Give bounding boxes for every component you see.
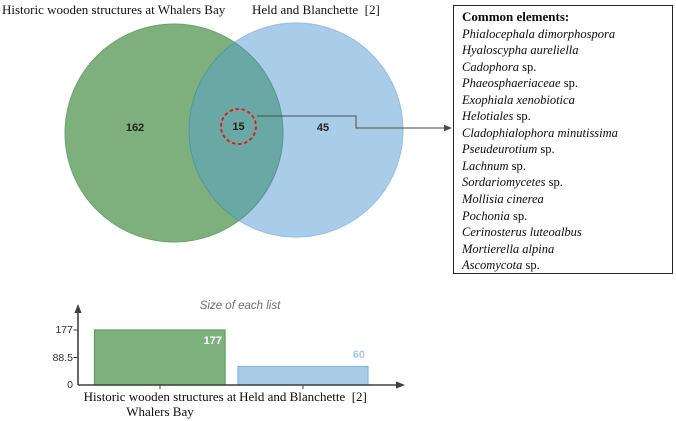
species-list-item: Phialocephala dimorphospora [462, 26, 664, 43]
species-name: Sordariomycetes [462, 175, 546, 190]
species-name: Phialocephala dimorphospora [462, 26, 616, 41]
species-suffix: sp. [522, 258, 540, 273]
species-suffix: sp. [545, 175, 563, 190]
species-suffix: sp. [537, 142, 555, 157]
species-list-item: Lachnum sp. [462, 158, 664, 175]
connector-arrowhead-icon [444, 124, 452, 132]
connector-line [257, 115, 444, 129]
species-name: Mollisia cinerea [462, 192, 544, 207]
species-list-item: Cladophialophora minutissima [462, 125, 664, 142]
species-list-item: Sordariomycetes sp. [462, 174, 664, 191]
species-name: Exophiala xenobiotica [462, 92, 575, 107]
venn-left-set-label: Historic wooden structures at Whalers Ba… [2, 2, 226, 17]
common-elements-title: Common elements: [462, 9, 570, 24]
bar-right-category-label: Held and Blanchette [2] [239, 389, 367, 404]
species-name: Cadophora [462, 59, 519, 74]
venn-intersection-count: 15 [232, 121, 245, 133]
y-axis-arrowhead-icon [74, 304, 82, 313]
x-axis-arrowhead-icon [396, 381, 405, 389]
species-name: Lachnum [462, 158, 509, 173]
bar-chart-title: Size of each list [199, 300, 281, 312]
species-name: Cladophialophora minutissima [462, 125, 618, 140]
y-tick-label-0: 0 [67, 378, 73, 391]
species-list-item: Mortierella alpina [462, 241, 664, 258]
species-suffix: sp. [560, 76, 578, 91]
bar-left-value-label: 177 [203, 335, 222, 347]
venn-intersection-region [188, 41, 284, 222]
venn-right-count: 45 [316, 122, 330, 134]
bar-right [237, 365, 369, 386]
y-tick-label-177: 177 [55, 324, 73, 336]
species-name: Cerinosterus luteoalbus [462, 225, 582, 240]
species-name: Pseudeurotium [462, 142, 538, 157]
species-list-item: Mollisia cinerea [462, 191, 664, 208]
species-name: Phaeosphaeriaceae [462, 76, 561, 91]
species-suffix: sp. [509, 208, 528, 223]
y-tick-label-88-5: 88.5 [52, 351, 73, 364]
bar-left-category-label: Historic wooden structures at Whalers Ba… [83, 389, 240, 419]
species-list-item: Cadophora sp. [462, 59, 664, 76]
species-list-item: Hyaloscypha aureliella [462, 42, 664, 59]
species-list-item: Exophiala xenobiotica [462, 92, 664, 109]
species-name: Ascomycota [462, 258, 523, 273]
species-suffix: sp. [518, 59, 537, 74]
species-list-item: Helotiales sp. [462, 108, 664, 125]
bar-left [93, 329, 226, 386]
common-elements-box: Common elements: Phialocephala dimorphos… [453, 5, 673, 274]
venn-right-set-label: Held and Blanchette [2] [252, 2, 380, 17]
species-suffix: sp. [508, 158, 526, 173]
species-list-item: Phaeosphaeriaceae sp. [462, 75, 664, 92]
intersection-highlight-circle [220, 108, 257, 145]
bar-right-value-label: 60 [352, 349, 365, 361]
species-name: Hyaloscypha aureliella [462, 43, 579, 58]
species-name: Pochonia [462, 208, 510, 223]
species-list-item: Cerinosterus luteoalbus [462, 224, 664, 241]
species-name: Mortierella alpina [462, 241, 555, 256]
species-list-item: Ascomycota sp. [462, 257, 664, 274]
species-name: Helotiales [462, 109, 514, 124]
species-suffix: sp. [513, 109, 531, 124]
venn-left-count: 162 [125, 122, 145, 134]
species-list-item: Pochonia sp. [462, 208, 664, 225]
species-list-item: Pseudeurotium sp. [462, 141, 664, 158]
